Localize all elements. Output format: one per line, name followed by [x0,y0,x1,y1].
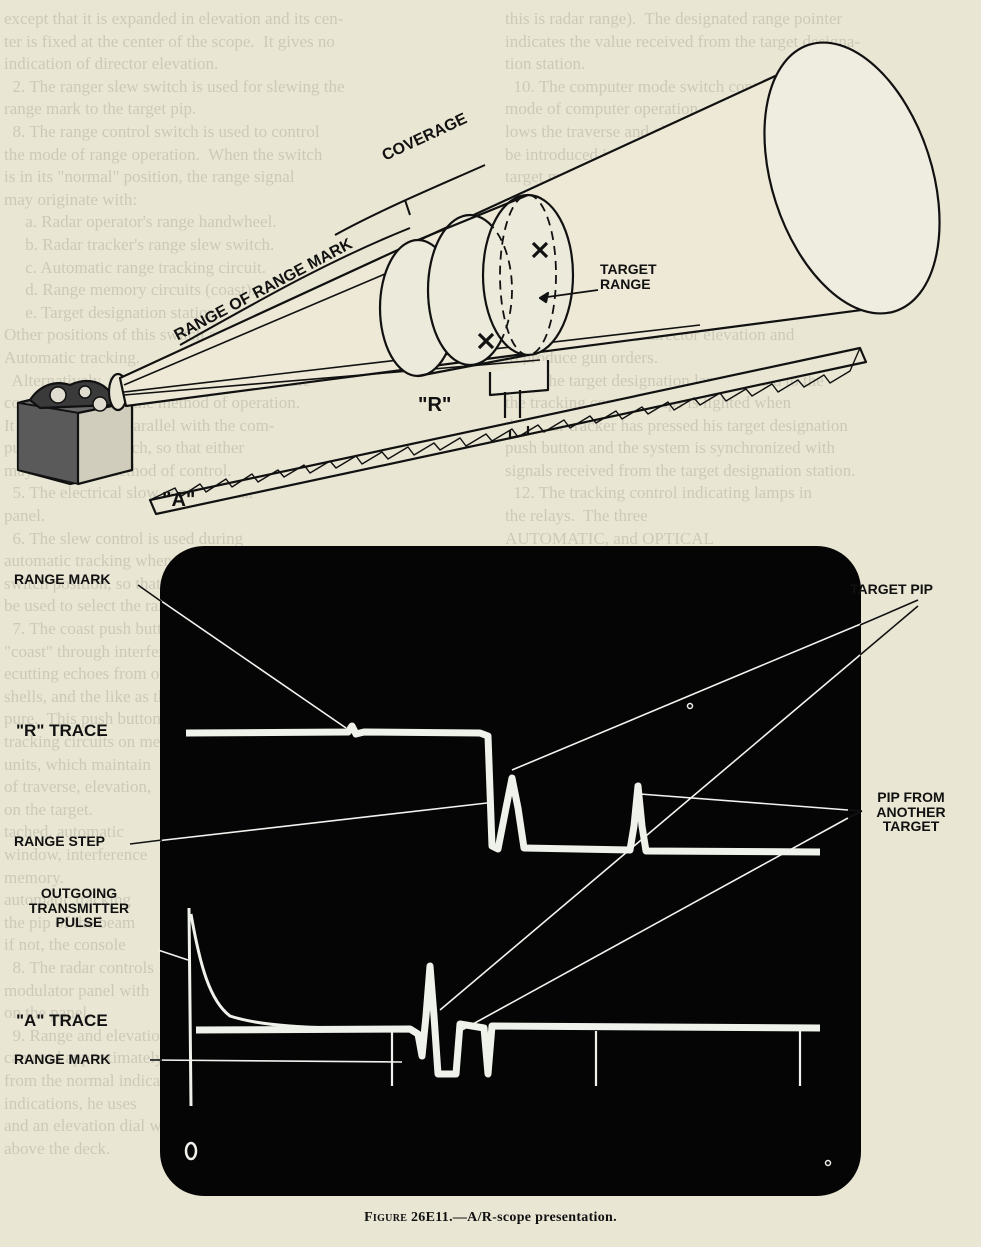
outgoing-pulse-line1: OUTGOING [40,885,118,901]
figure-number: Figure 26E11. [364,1210,453,1225]
a-trace-label: "A" TRACE [16,1011,108,1030]
range-mark-bottom-label: RANGE MARK [14,1051,111,1067]
pip-from-another-target-label: PIP FROM ANOTHER TARGET [856,790,966,834]
r-indicator-label: "R" [418,394,452,416]
radar-director-box [16,379,134,486]
outgoing-pulse-line3: PULSE [55,914,103,931]
range-gate-cylinders [378,193,575,418]
a-scan-strip [148,346,868,516]
a-trace-line [195,962,821,1078]
target-pip-label: TARGET PIP [850,581,933,597]
scope-traces [184,702,832,1167]
a-indicator-label: "A" [162,489,196,511]
range-mark-top-label: RANGE MARK [14,571,111,587]
pip-other-line1: PIP FROM [877,789,945,805]
target-range-label-line1: TARGET [600,261,657,277]
target-markers [477,241,549,350]
pip-other-line2: ANOTHER [876,803,946,820]
scope-zero-marker [184,1141,198,1161]
figure-caption: Figure 26E11.—A/R-scope presentation. [0,1210,981,1226]
a-trace-decay [187,907,411,1107]
a-trace-range-marks [390,1031,802,1086]
target-range-label: TARGET RANGE [600,262,657,291]
r-trace-line [185,722,821,856]
scope-screen [160,546,861,1196]
target-range-label-line2: RANGE [600,275,651,292]
outgoing-pulse-label: OUTGOING TRANSMITTER PULSE [14,886,144,930]
outgoing-pulse-line2: TRANSMITTER [28,899,130,916]
figure-title: —A/R-scope presentation. [452,1210,617,1225]
range-step-label: RANGE STEP [14,833,106,849]
r-trace-label: "R" TRACE [16,721,108,740]
pip-other-line3: TARGET [882,818,940,835]
